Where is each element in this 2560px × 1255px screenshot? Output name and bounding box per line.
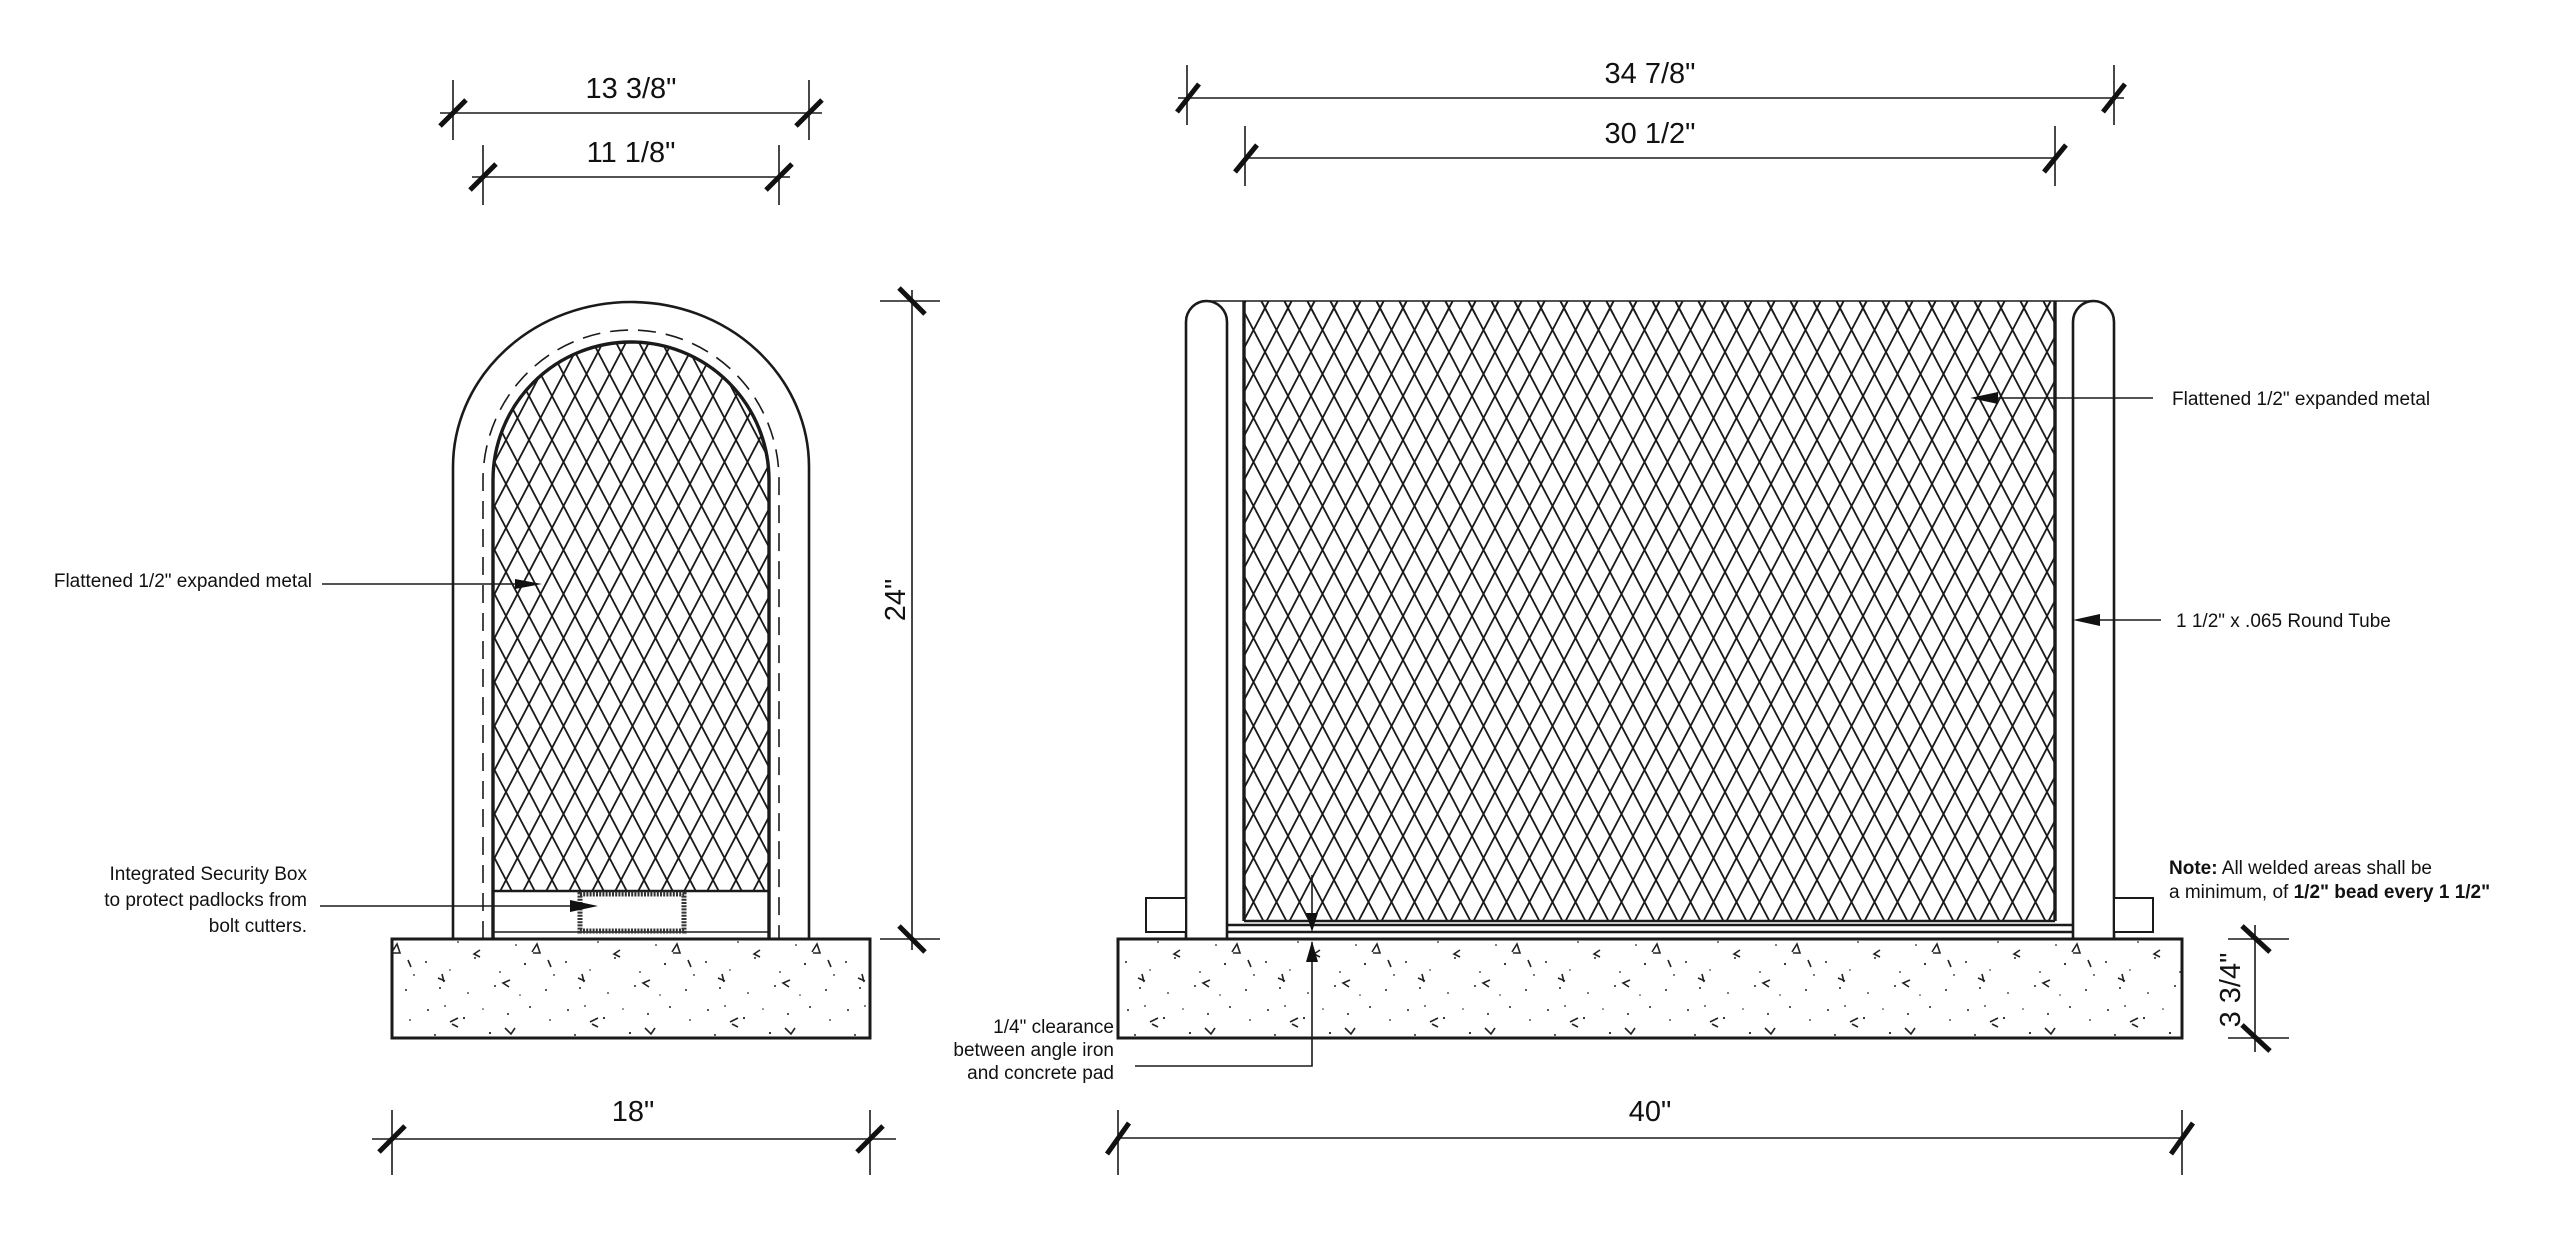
inner-frame	[491, 340, 771, 939]
arrow-icon	[1970, 392, 1998, 404]
expanded-metal-mesh	[1244, 301, 2055, 921]
dimension-pad-width-right: 40"	[1104, 1096, 2196, 1175]
svg-text:Flattened 1/2" expanded metal: Flattened 1/2" expanded metal	[2172, 389, 2430, 410]
dimension-outer-width-left: 13 3/8"	[438, 73, 824, 140]
callout-mesh-left: Flattened 1/2" expanded metal	[54, 571, 542, 592]
svg-text:bolt cutters.: bolt cutters.	[209, 916, 307, 937]
right-elevation-view: 34 7/8" 30 1/2" 40" 3 3/4"	[953, 58, 2490, 1175]
dim-label: 30 1/2"	[1605, 118, 1696, 150]
dim-label: 18"	[612, 1096, 655, 1128]
outer-frame	[451, 300, 811, 939]
dim-label: 13 3/8"	[586, 73, 677, 105]
concrete-pad-left	[390, 937, 872, 1040]
svg-text:to protect padlocks from: to protect padlocks from	[104, 890, 307, 911]
round-tube-post-left	[1184, 299, 1229, 939]
side-block-left	[1145, 897, 1187, 933]
svg-text:Note: All welded areas shall b: Note: All welded areas shall be	[2169, 858, 2432, 879]
round-tube-post-right	[2071, 299, 2116, 939]
arrow-icon	[570, 900, 598, 912]
svg-text:1 1/2" x .065 Round Tube: 1 1/2" x .065 Round Tube	[2176, 611, 2391, 632]
svg-text:a minimum, of 1/2" bead every: a minimum, of 1/2" bead every 1 1/2"	[2169, 882, 2490, 903]
arrow-icon	[1306, 913, 1318, 932]
dimension-outer-width-right: 34 7/8"	[1175, 58, 2127, 125]
callout-round-tube: 1 1/2" x .065 Round Tube	[2073, 611, 2391, 632]
dim-label: 40"	[1629, 1096, 1672, 1128]
dimension-inner-width-left: 11 1/8"	[468, 137, 794, 205]
svg-text:and concrete pad: and concrete pad	[967, 1063, 1114, 1084]
dim-label: 24"	[880, 579, 912, 622]
dim-label: 11 1/8"	[587, 137, 676, 169]
dimension-inner-width-right: 30 1/2"	[1233, 118, 2068, 186]
callout-clearance: 1/4" clearance between angle iron and co…	[953, 875, 1318, 1084]
left-elevation-view: 13 3/8" 11 1/8" 24" 18"	[54, 73, 940, 1175]
svg-text:Flattened 1/2" expanded metal: Flattened 1/2" expanded metal	[54, 571, 312, 592]
weld-note: Note: All welded areas shall be a minimu…	[2169, 858, 2490, 903]
concrete-pad-right	[1116, 937, 2184, 1040]
svg-text:1/4" clearance: 1/4" clearance	[993, 1017, 1114, 1038]
expanded-metal-mesh	[493, 342, 769, 891]
arrow-icon	[2073, 614, 2100, 626]
dim-label: 34 7/8"	[1605, 58, 1696, 90]
svg-text:Integrated Security Box: Integrated Security Box	[110, 864, 308, 885]
dim-label: 3 3/4"	[2215, 953, 2247, 1028]
dimension-pad-height: 3 3/4"	[2215, 924, 2289, 1053]
side-block-right	[2113, 897, 2154, 933]
dimension-pad-width-left: 18"	[372, 1096, 896, 1175]
arrow-icon	[1306, 941, 1318, 962]
dimension-height: 24"	[880, 286, 940, 954]
security-box	[577, 891, 687, 934]
callout-security-box: Integrated Security Box to protect padlo…	[104, 864, 598, 937]
arrow-icon	[515, 579, 542, 589]
svg-text:between angle iron: between angle iron	[953, 1040, 1114, 1061]
callout-mesh-right: Flattened 1/2" expanded metal	[1970, 389, 2430, 410]
